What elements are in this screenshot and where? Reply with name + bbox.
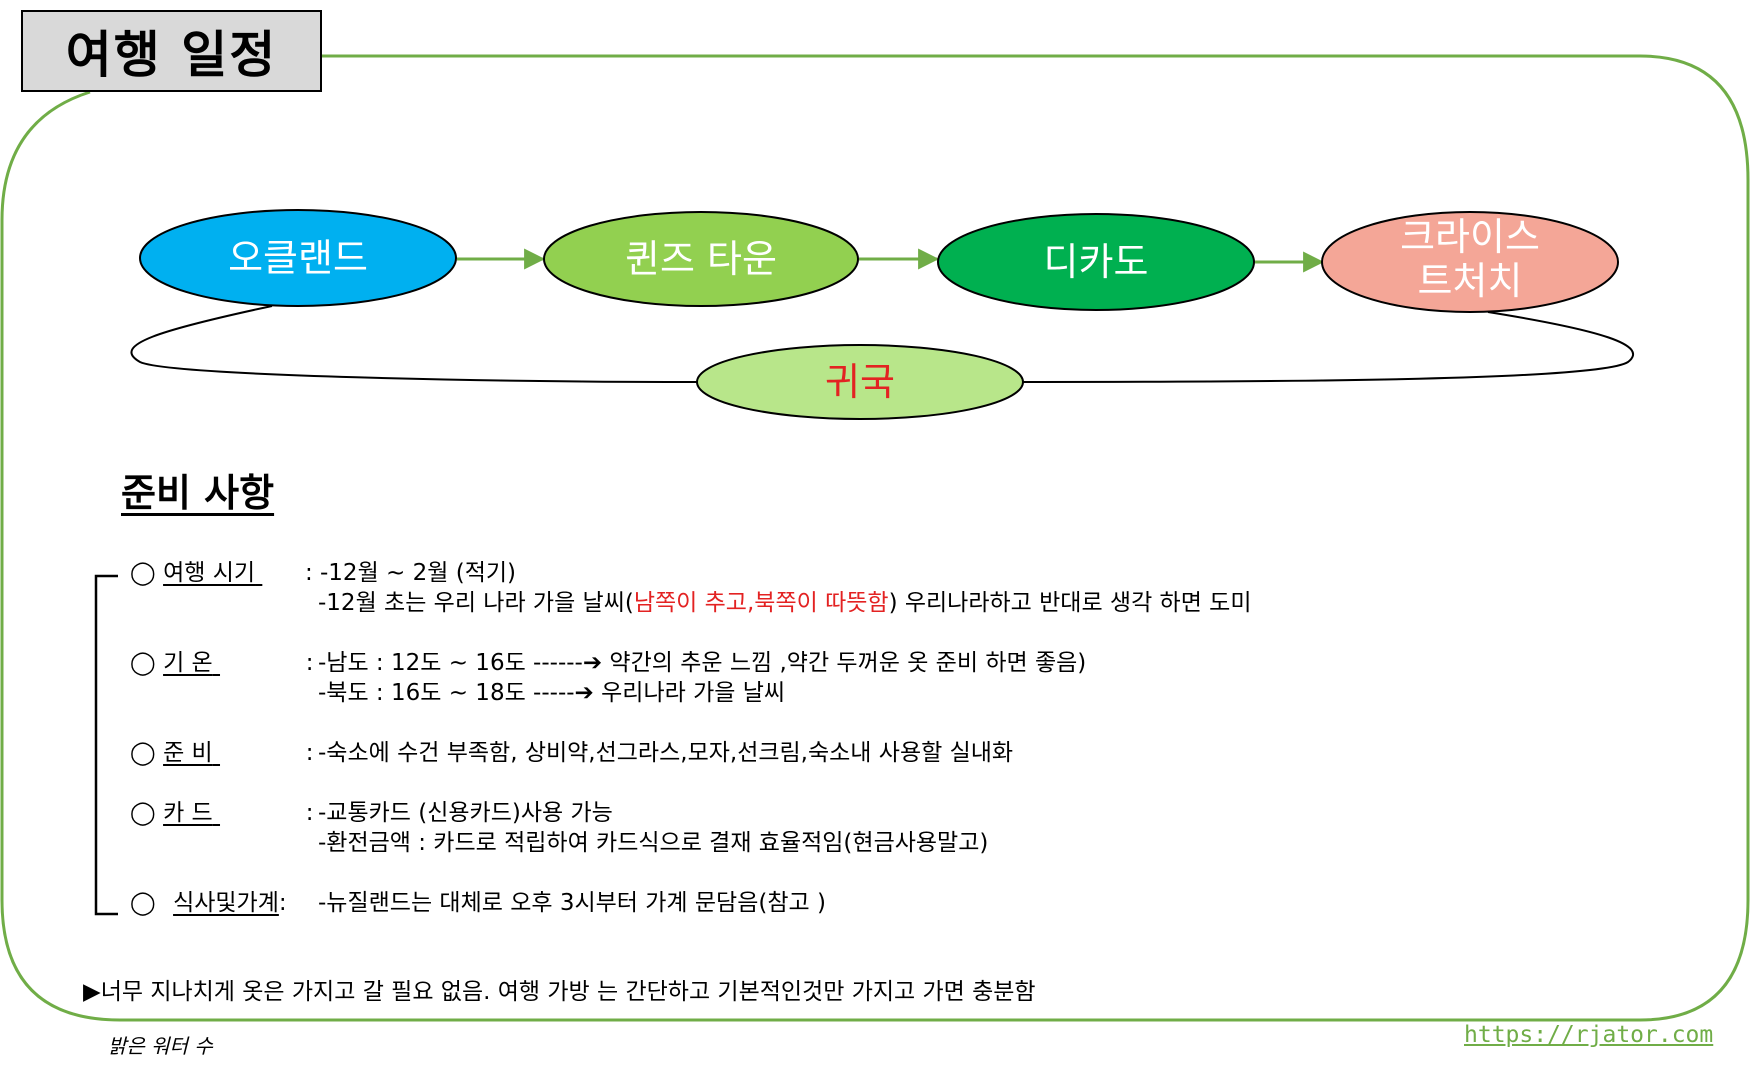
source-link[interactable]: https://rjator.com (1464, 1022, 1714, 1048)
prep-item-preparation-line1: -숙소에 수건 부족함, 상비약,선그라스,모자,선크림,숙소내 사용할 실내화 (318, 740, 1014, 766)
prep-item-card-line2: -환전금액 : 카드로 적립하여 카드식으로 결재 효율적임(현금사용말고) (318, 830, 989, 856)
highlight-text: 남쪽이 추고,북쪽이 따뜻함 (633, 590, 889, 616)
prep-item-card-label: ◯ 카 드 : (130, 800, 314, 826)
page-title: 여행 일정 (21, 10, 322, 92)
prep-item-temperature-line1: -남도 : 12도 ~ 16도 ------➔ 약간의 추운 느낌 ,약간 두꺼… (318, 650, 1087, 676)
prep-item-season-line2: -12월 초는 우리 나라 가을 날씨(남쪽이 추고,북쪽이 따뜻함) 우리나라… (318, 590, 1252, 616)
packing-note: ▶너무 지나치게 옷은 가지고 갈 필요 없음. 여행 가방 는 간단하고 기본… (83, 979, 1036, 1005)
node-return: 귀국 (696, 344, 1024, 420)
prep-bracket (94, 574, 118, 916)
prep-section-title: 준비 사항 (121, 471, 275, 515)
prep-item-temperature-label: ◯ 기 온 : (130, 650, 314, 676)
return-loop-right (1021, 311, 1635, 383)
prep-item-temperature-line2: -북도 : 16도 ~ 18도 -----➔ 우리나라 가을 날씨 (318, 680, 786, 706)
prep-item-meals-line1: -뉴질랜드는 대체로 오후 3시부터 가계 문담음(참고 ) (318, 890, 826, 916)
prep-item-card-line1: -교통카드 (신용카드)사용 가능 (318, 800, 613, 826)
bullet-icon: ◯ (130, 650, 156, 676)
node-queenstown: 퀸즈 타운 (543, 211, 859, 307)
node-tekapo: 디카도 (937, 213, 1255, 311)
node-auckland-label: 오클랜드 (228, 236, 368, 280)
signature: 밝은 워터 수 (108, 1034, 213, 1058)
node-auckland: 오클랜드 (139, 209, 457, 307)
itinerary-frame (0, 54, 1750, 1022)
node-return-label: 귀국 (825, 360, 895, 404)
bullet-icon: ◯ (130, 740, 156, 766)
bullet-icon: ◯ (130, 800, 156, 826)
prep-item-season-line1: -12월 ~ 2월 (적기) (320, 560, 516, 586)
bullet-icon: ◯ (130, 560, 156, 586)
node-christchurch: 크라이스 트처치 (1321, 211, 1619, 313)
prep-item-preparation-label: ◯ 준 비 : (130, 740, 314, 766)
node-tekapo-label: 디카도 (1044, 240, 1149, 284)
bullet-icon: ◯ (130, 890, 156, 916)
prep-item-season-label: ◯ 여행 시기 : (130, 560, 313, 586)
node-christchurch-label-line2: 트처치 (1418, 259, 1523, 303)
prep-item-meals-label: ◯ 식사및가계: (130, 890, 287, 916)
node-queenstown-label: 퀸즈 타운 (625, 237, 777, 281)
node-christchurch-label-line1: 크라이스 (1400, 215, 1540, 259)
return-loop-left (130, 305, 699, 383)
